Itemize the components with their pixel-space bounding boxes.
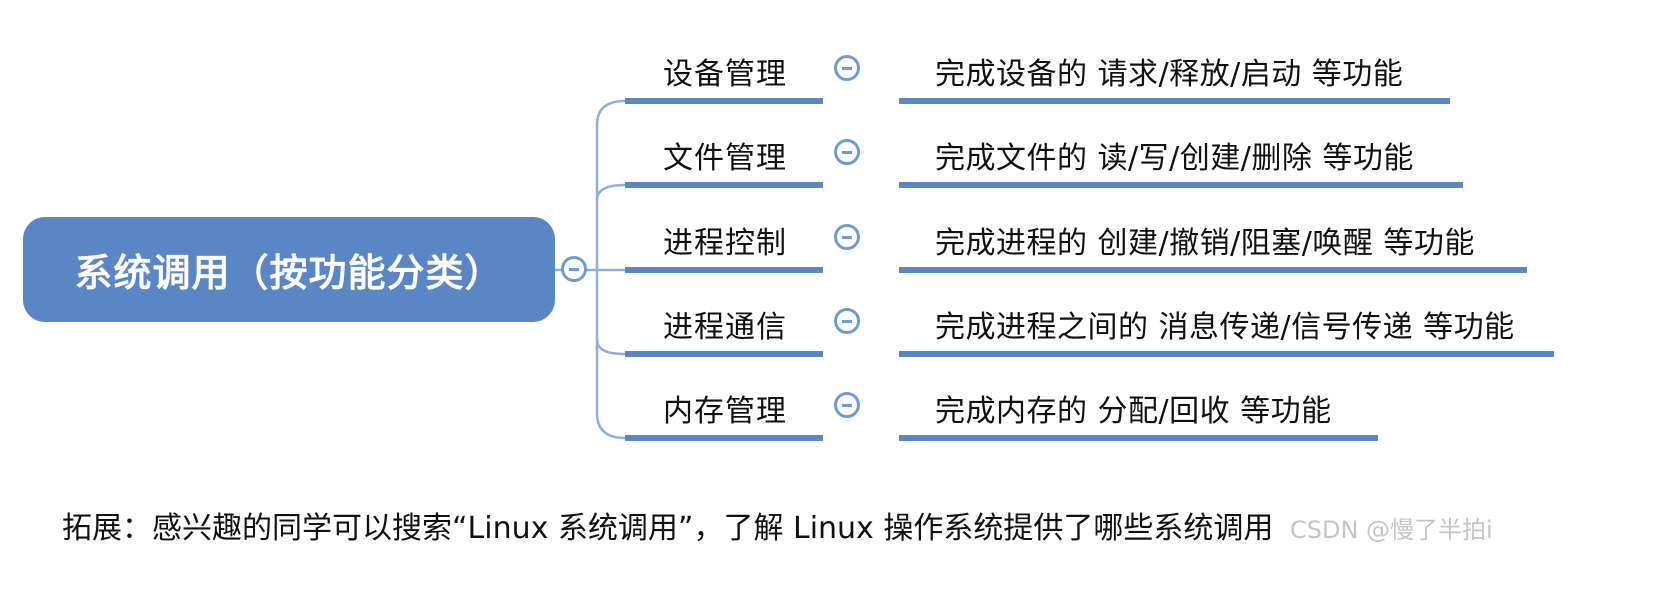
watermark: CSDN @慢了半拍i bbox=[1290, 516, 1493, 544]
branch-label: 进程通信 bbox=[663, 310, 787, 345]
branch-description: 完成内存的 分配/回收 等功能 bbox=[935, 394, 1332, 429]
branch-underline bbox=[625, 435, 823, 441]
branch-description: 完成设备的 请求/释放/启动 等功能 bbox=[935, 57, 1404, 92]
collapse-icon[interactable] bbox=[834, 308, 860, 334]
branch-file-management: 文件管理 完成文件的 读/写/创建/删除 等功能 bbox=[0, 125, 1667, 225]
branch-underline bbox=[625, 351, 823, 357]
description-underline bbox=[899, 182, 1463, 188]
branch-label: 内存管理 bbox=[663, 394, 787, 429]
branch-underline bbox=[625, 267, 823, 273]
root-label: 系统调用（按功能分类） bbox=[74, 251, 504, 295]
collapse-icon[interactable] bbox=[834, 224, 860, 250]
branch-memory-management: 内存管理 完成内存的 分配/回收 等功能 bbox=[0, 378, 1667, 478]
collapse-icon[interactable] bbox=[834, 55, 860, 81]
branch-device-management: 设备管理 完成设备的 请求/释放/启动 等功能 bbox=[0, 41, 1667, 141]
branch-connector bbox=[595, 339, 626, 356]
branch-process-control: 进程控制 完成进程的 创建/撤销/阻塞/唤醒 等功能 bbox=[0, 210, 1667, 310]
branch-description: 完成进程的 创建/撤销/阻塞/唤醒 等功能 bbox=[935, 226, 1475, 261]
footer-note: 拓展：感兴趣的同学可以搜索“Linux 系统调用”，了解 Linux 操作系统提… bbox=[62, 511, 1274, 546]
root-node[interactable]: 系统调用（按功能分类） bbox=[23, 217, 555, 322]
branch-process-communication: 进程通信 完成进程之间的 消息传递/信号传递 等功能 bbox=[0, 294, 1667, 394]
collapse-icon[interactable] bbox=[834, 392, 860, 418]
description-underline bbox=[899, 98, 1450, 104]
branch-underline bbox=[625, 182, 823, 188]
description-underline bbox=[899, 435, 1378, 441]
branch-description: 完成进程之间的 消息传递/信号传递 等功能 bbox=[935, 310, 1515, 345]
root-collapse-icon[interactable] bbox=[561, 256, 587, 282]
description-underline bbox=[899, 267, 1527, 273]
branch-description: 完成文件的 读/写/创建/删除 等功能 bbox=[935, 141, 1414, 176]
branch-label: 进程控制 bbox=[663, 226, 787, 261]
branch-connector bbox=[595, 183, 626, 201]
description-underline bbox=[899, 351, 1554, 357]
branch-label: 文件管理 bbox=[663, 141, 787, 176]
branch-label: 设备管理 bbox=[663, 57, 787, 92]
branch-underline bbox=[625, 98, 823, 104]
collapse-icon[interactable] bbox=[834, 139, 860, 165]
